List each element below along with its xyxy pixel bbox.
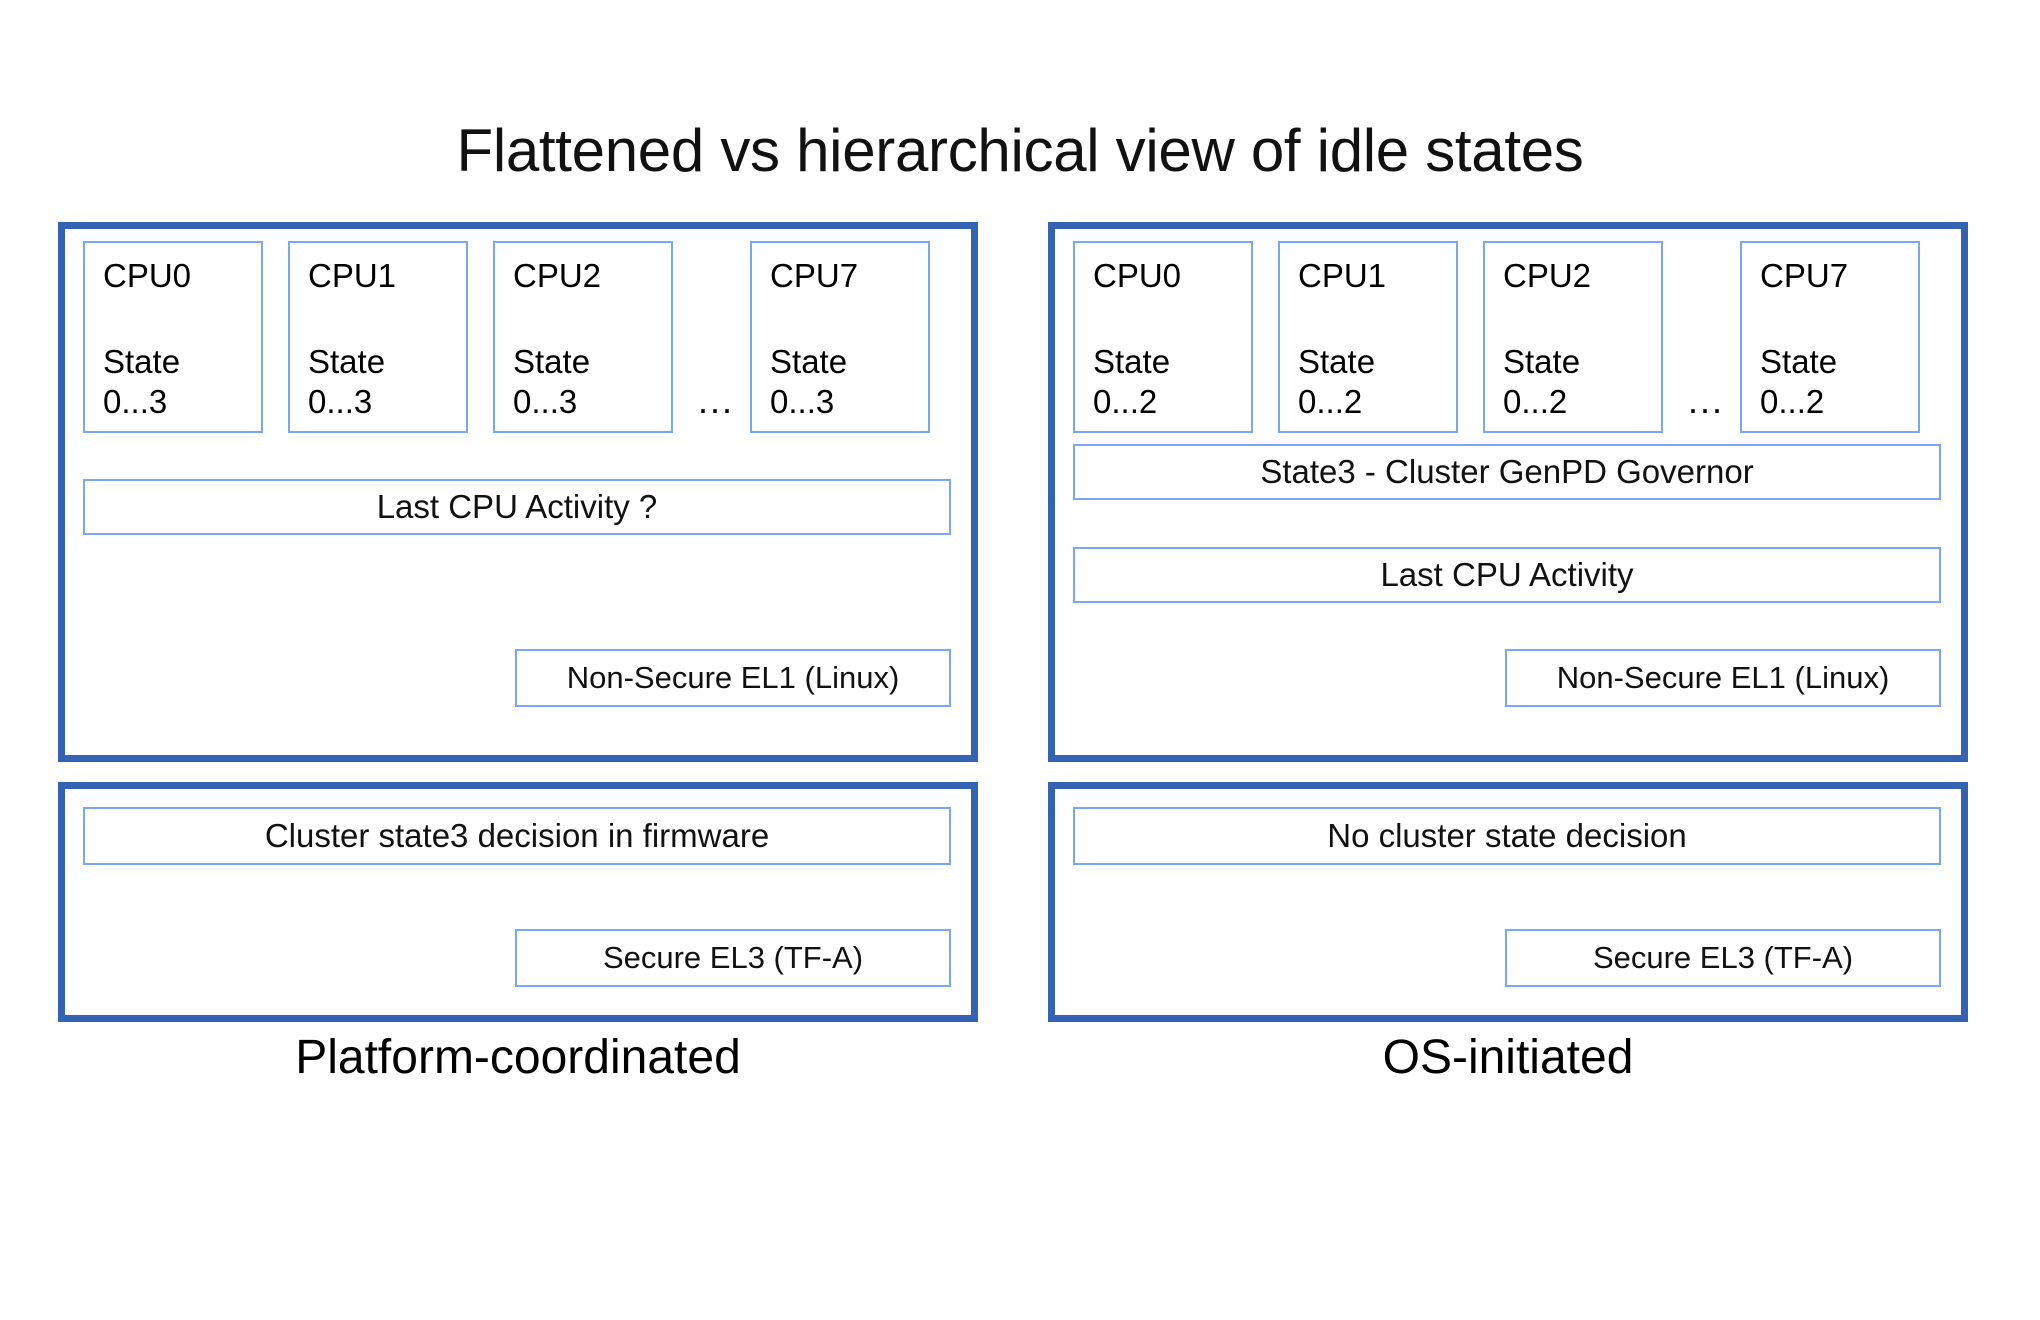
- right-secure-el3-panel: No cluster state decision Secure EL3 (TF…: [1048, 782, 1968, 1022]
- cpu-label: CPU1: [1298, 257, 1387, 294]
- cpu-state: State 0...2: [1760, 342, 1918, 422]
- cpu-box-cpu0[interactable]: CPU0 State 0...2: [1073, 241, 1253, 433]
- cpu-state-label: State: [770, 343, 848, 380]
- cpu-state-range: 0...2: [1503, 383, 1568, 420]
- right-cluster-genpd-governor-bar[interactable]: State3 - Cluster GenPD Governor: [1073, 444, 1941, 500]
- right-non-secure-el1-panel: CPU0 State 0...2 CPU1 State 0...2 CPU2: [1048, 222, 1968, 762]
- right-last-cpu-activity-bar[interactable]: Last CPU Activity: [1073, 547, 1941, 603]
- cpu-box-cpu1[interactable]: CPU1 State 0...2: [1278, 241, 1458, 433]
- left-last-cpu-activity-bar[interactable]: Last CPU Activity ?: [83, 479, 951, 535]
- cpu-state-range: 0...3: [513, 383, 578, 420]
- left-firmware-decision-bar[interactable]: Cluster state3 decision in firmware: [83, 807, 951, 865]
- cpu-state-range: 0...2: [1298, 383, 1363, 420]
- left-non-secure-el1-tag: Non-Secure EL1 (Linux): [515, 649, 951, 707]
- right-no-cluster-decision-bar[interactable]: No cluster state decision: [1073, 807, 1941, 865]
- left-secure-el3-panel: Cluster state3 decision in firmware Secu…: [58, 782, 978, 1022]
- cpu-label: CPU2: [513, 257, 602, 294]
- page-title: Flattened vs hierarchical view of idle s…: [456, 117, 1584, 184]
- cpu-state-label: State: [103, 343, 181, 380]
- cpu-state-label: State: [513, 343, 591, 380]
- cpu-label: CPU7: [770, 257, 859, 294]
- cpu-state-range: 0...2: [1760, 383, 1825, 420]
- cpu-state-label: State: [1760, 343, 1838, 380]
- cpu-state: State 0...2: [1093, 342, 1251, 422]
- cpu-state-range: 0...3: [308, 383, 373, 420]
- cpu-state-label: State: [1503, 343, 1581, 380]
- cpu-label: CPU1: [308, 257, 397, 294]
- cpu-state: State 0...2: [1298, 342, 1456, 422]
- cpu-label: CPU2: [1503, 257, 1592, 294]
- cpu-label: CPU0: [1093, 257, 1182, 294]
- cpu-label: CPU7: [1760, 257, 1849, 294]
- right-column-caption: OS-initiated: [1382, 1031, 1634, 1084]
- cpu-state: State 0...3: [308, 342, 466, 422]
- cpu-box-cpu7[interactable]: CPU7 State 0...2: [1740, 241, 1921, 433]
- cpu-box-cpu0[interactable]: CPU0 State 0...3: [83, 241, 263, 433]
- right-non-secure-el1-tag: Non-Secure EL1 (Linux): [1505, 649, 1941, 707]
- right-secure-el3-tag: Secure EL3 (TF-A): [1505, 929, 1941, 987]
- cpu-box-cpu2[interactable]: CPU2 State 0...2: [1483, 241, 1663, 433]
- cpu-state: State 0...3: [103, 342, 261, 422]
- cpu-ellipsis: ...: [698, 380, 735, 421]
- cpu-label: CPU0: [103, 257, 192, 294]
- cpu-state: State 0...3: [770, 342, 928, 422]
- cpu-box-cpu1[interactable]: CPU1 State 0...3: [288, 241, 468, 433]
- cpu-state-label: State: [308, 343, 386, 380]
- left-secure-el3-tag: Secure EL3 (TF-A): [515, 929, 951, 987]
- cpu-state-range: 0...3: [770, 383, 835, 420]
- cpu-box-cpu2[interactable]: CPU2 State 0...3: [493, 241, 673, 433]
- left-non-secure-el1-panel: CPU0 State 0...3 CPU1 State 0...3 CPU2: [58, 222, 978, 762]
- cpu-state-range: 0...2: [1093, 383, 1158, 420]
- cpu-state: State 0...2: [1503, 342, 1661, 422]
- right-cpu-row: CPU0 State 0...2 CPU1 State 0...2 CPU2: [1073, 241, 1921, 433]
- left-cpu-row: CPU0 State 0...3 CPU1 State 0...3 CPU2: [83, 241, 931, 433]
- cpu-state-label: State: [1298, 343, 1376, 380]
- cpu-ellipsis: ...: [1688, 380, 1725, 421]
- cpu-state: State 0...3: [513, 342, 671, 422]
- cpu-box-cpu7[interactable]: CPU7 State 0...3: [750, 241, 931, 433]
- left-column-caption: Platform-coordinated: [295, 1031, 741, 1084]
- cpu-state-range: 0...3: [103, 383, 168, 420]
- cpu-state-label: State: [1093, 343, 1171, 380]
